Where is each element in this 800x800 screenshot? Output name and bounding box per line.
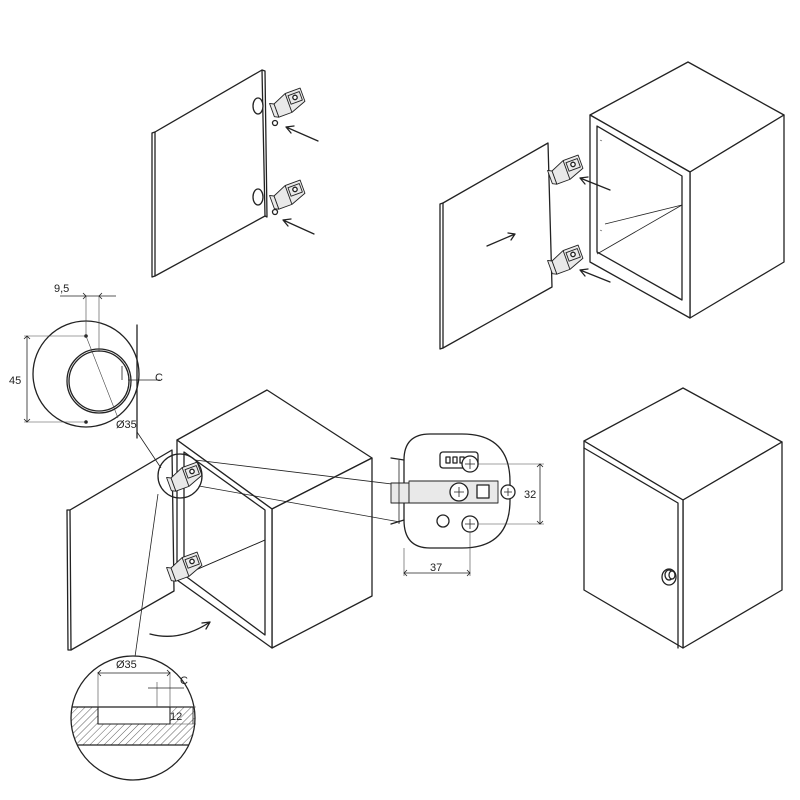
dim-door-gap-top: C	[155, 372, 163, 384]
step-1-door-with-hinges	[151, 69, 319, 278]
cup-hole-lower	[252, 188, 264, 206]
cabinet-door-closed	[583, 440, 684, 649]
door-panel-step-2	[442, 142, 553, 349]
arrow-push-door	[486, 232, 516, 247]
cabinet-opening	[596, 125, 683, 301]
hinge-step-2-upper	[545, 154, 586, 187]
arrow-close-door	[149, 621, 211, 637]
dim-cup-diameter-section: Ø35	[116, 659, 137, 671]
dim-plate-setback: 37	[430, 562, 442, 574]
dim-cup-offset: 9,5	[54, 283, 69, 295]
hinge-lower	[267, 179, 308, 212]
hinge-step-2-lower	[545, 244, 586, 277]
hinge-upper	[267, 87, 308, 120]
step-4-closed-cabinet	[583, 387, 783, 649]
dim-cup-diameter: Ø35	[116, 419, 137, 431]
detail-callout-circle	[157, 453, 203, 499]
detail-drilling-layout: 9,5 45 Ø35 C	[9, 283, 163, 439]
step-2-mount-door-on-cabinet	[439, 61, 785, 350]
dim-cup-spacing: 45	[9, 375, 21, 387]
arrow-to-cabinet-upper	[579, 176, 611, 191]
door-panel	[154, 69, 266, 277]
door-knob	[661, 568, 677, 586]
arrow-insert-upper	[285, 125, 319, 142]
cup-hole-upper	[252, 97, 264, 115]
dim-cup-depth: 12	[170, 711, 182, 723]
arrow-insert-lower	[282, 218, 315, 235]
arrow-to-cabinet-lower	[579, 268, 611, 283]
detail-mounting-plate: 32 37	[390, 433, 544, 577]
dim-plate-hole-spacing: 32	[524, 489, 536, 501]
door-open	[69, 449, 175, 651]
detail-cup-section: Ø35 C 12	[70, 655, 196, 781]
step-3-adjust-hinges	[66, 389, 401, 679]
dim-door-gap-section: C	[180, 675, 188, 687]
